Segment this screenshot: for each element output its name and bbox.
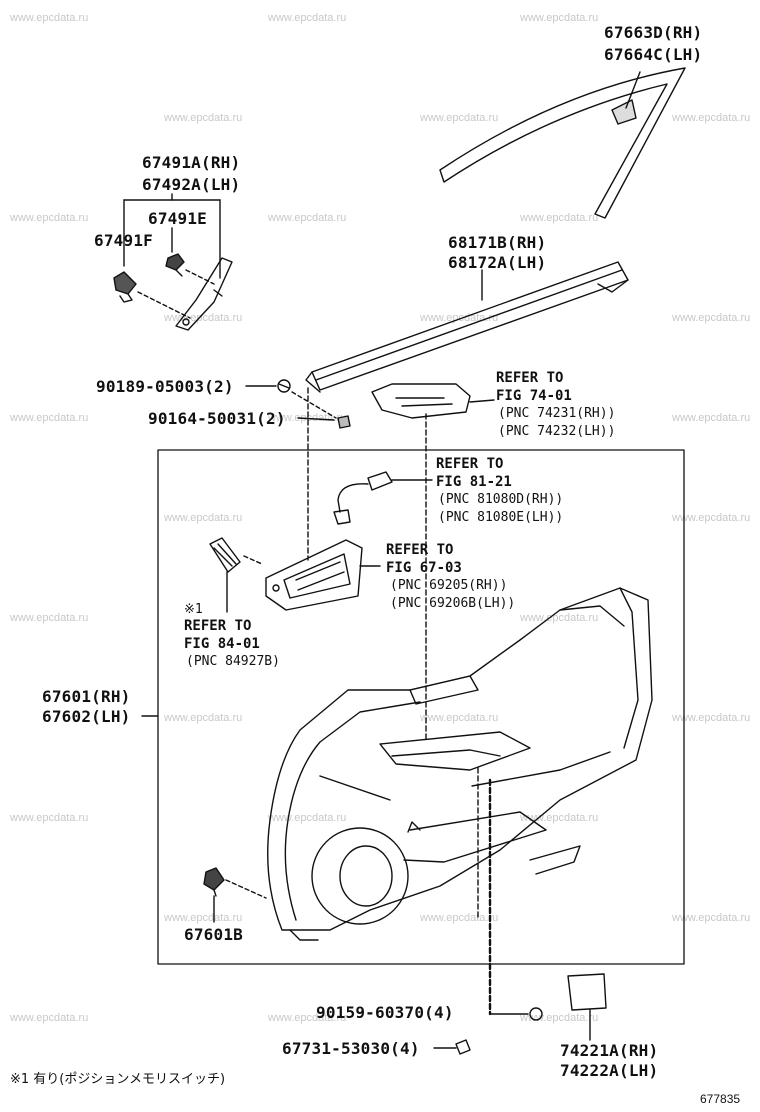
watermark: www.epcdata.ru [520, 212, 599, 224]
label-screw-90164: 90164-50031(2) [148, 409, 286, 428]
clip-67731-drawing [455, 1039, 471, 1055]
clip-e-drawing [165, 253, 185, 277]
clip-f-drawing [113, 271, 137, 303]
ref-fig74-line2: FIG 74-01 [496, 388, 572, 404]
label-clip-f: 67491F [94, 231, 153, 250]
screw-90164-drawing [337, 415, 351, 429]
label-clip-e: 67491E [148, 209, 207, 228]
watermark: www.epcdata.ru [10, 412, 89, 424]
watermark: www.epcdata.ru [672, 712, 751, 724]
watermark: www.epcdata.ru [10, 1012, 89, 1024]
inside-handle-drawing [265, 539, 363, 611]
watermark: www.epcdata.ru [164, 112, 243, 124]
watermark: www.epcdata.ru [164, 712, 243, 724]
watermark: www.epcdata.ru [164, 512, 243, 524]
ref-fig81-pnc1: (PNC 81080D(RH)) [438, 492, 564, 507]
assembly-frame [157, 449, 685, 965]
ref-fig81-pnc2: (PNC 81080E(LH)) [438, 510, 564, 525]
footnote: ※1 有り(ポジションメモリスイッチ) [10, 1072, 226, 1087]
ref-fig81-line2: FIG 81-21 [436, 474, 512, 490]
watermark: www.epcdata.ru [420, 112, 499, 124]
watermark: www.epcdata.ru [520, 12, 599, 24]
ref-fig84-line2: FIG 84-01 [184, 636, 260, 652]
label-weatherstrip-rh: 68171B(RH) [448, 233, 547, 252]
figure-number: 677835 [700, 1092, 741, 1106]
ref-fig84-pnc1: (PNC 84927B) [186, 654, 280, 669]
garnish-drawing [371, 383, 471, 419]
ref-fig84-line1: REFER TO [184, 618, 252, 634]
label-cover-742-rh: 74221A(RH) [560, 1041, 659, 1060]
ref-fig81-line1: REFER TO [436, 456, 504, 472]
ref-fig84-mark: ※1 [184, 602, 203, 617]
label-weatherstrip-lh: 68172A(LH) [448, 253, 547, 272]
watermark: www.epcdata.ru [268, 12, 347, 24]
label-clip-67601b: 67601B [184, 925, 243, 944]
watermark: www.epcdata.ru [520, 812, 599, 824]
label-screw-90189: 90189-05003(2) [96, 377, 234, 396]
label-glass-run-rh: 67663D(RH) [604, 23, 703, 42]
watermark: www.epcdata.ru [420, 712, 499, 724]
cover-drawing [175, 257, 233, 331]
label-cover-742-lh: 74222A(LH) [560, 1061, 659, 1080]
cover-74221a-drawing [567, 973, 607, 1011]
weatherstrip-drawing [305, 261, 629, 393]
ref-fig74-line1: REFER TO [496, 370, 564, 386]
watermark: www.epcdata.ru [268, 1012, 347, 1024]
ref-fig67-pnc1: (PNC 69205(RH)) [390, 578, 508, 593]
watermark: www.epcdata.ru [672, 112, 751, 124]
clip-67601b-drawing [203, 867, 225, 897]
harness-drawing [333, 471, 393, 525]
watermark: www.epcdata.ru [164, 912, 243, 924]
ref-fig67-pnc2: (PNC 69206B(LH)) [390, 596, 516, 611]
label-cover-rh: 67491A(RH) [142, 153, 241, 172]
ref-fig74-pnc1: (PNC 74231(RH)) [498, 406, 616, 421]
label-glass-run-lh: 67664C(LH) [604, 45, 703, 64]
label-trim-rh: 67601(RH) [42, 687, 131, 706]
label-screw-90159: 90159-60370(4) [316, 1003, 454, 1022]
watermark: www.epcdata.ru [520, 1012, 599, 1024]
watermark: www.epcdata.ru [520, 612, 599, 624]
watermark: www.epcdata.ru [672, 912, 751, 924]
ref-fig67-line1: REFER TO [386, 542, 454, 558]
watermark: www.epcdata.ru [10, 212, 89, 224]
label-cover-lh: 67492A(LH) [142, 175, 241, 194]
watermark: www.epcdata.ru [672, 512, 751, 524]
watermark: www.epcdata.ru [268, 212, 347, 224]
door-trim-drawing [267, 587, 653, 941]
label-clip-67731: 67731-53030(4) [282, 1039, 420, 1058]
ref-fig74-pnc2: (PNC 74232(LH)) [498, 424, 616, 439]
screw-90159-drawing [529, 1007, 543, 1021]
ref-fig67-line2: FIG 67-03 [386, 560, 462, 576]
memory-switch-drawing [209, 537, 241, 573]
watermark: www.epcdata.ru [10, 812, 89, 824]
watermark: www.epcdata.ru [10, 12, 89, 24]
label-trim-lh: 67602(LH) [42, 707, 131, 726]
screw-90189-drawing [277, 379, 291, 393]
watermark: www.epcdata.ru [672, 412, 751, 424]
watermark: www.epcdata.ru [10, 612, 89, 624]
glass-run-drawing [439, 67, 686, 219]
watermark: www.epcdata.ru [672, 312, 751, 324]
